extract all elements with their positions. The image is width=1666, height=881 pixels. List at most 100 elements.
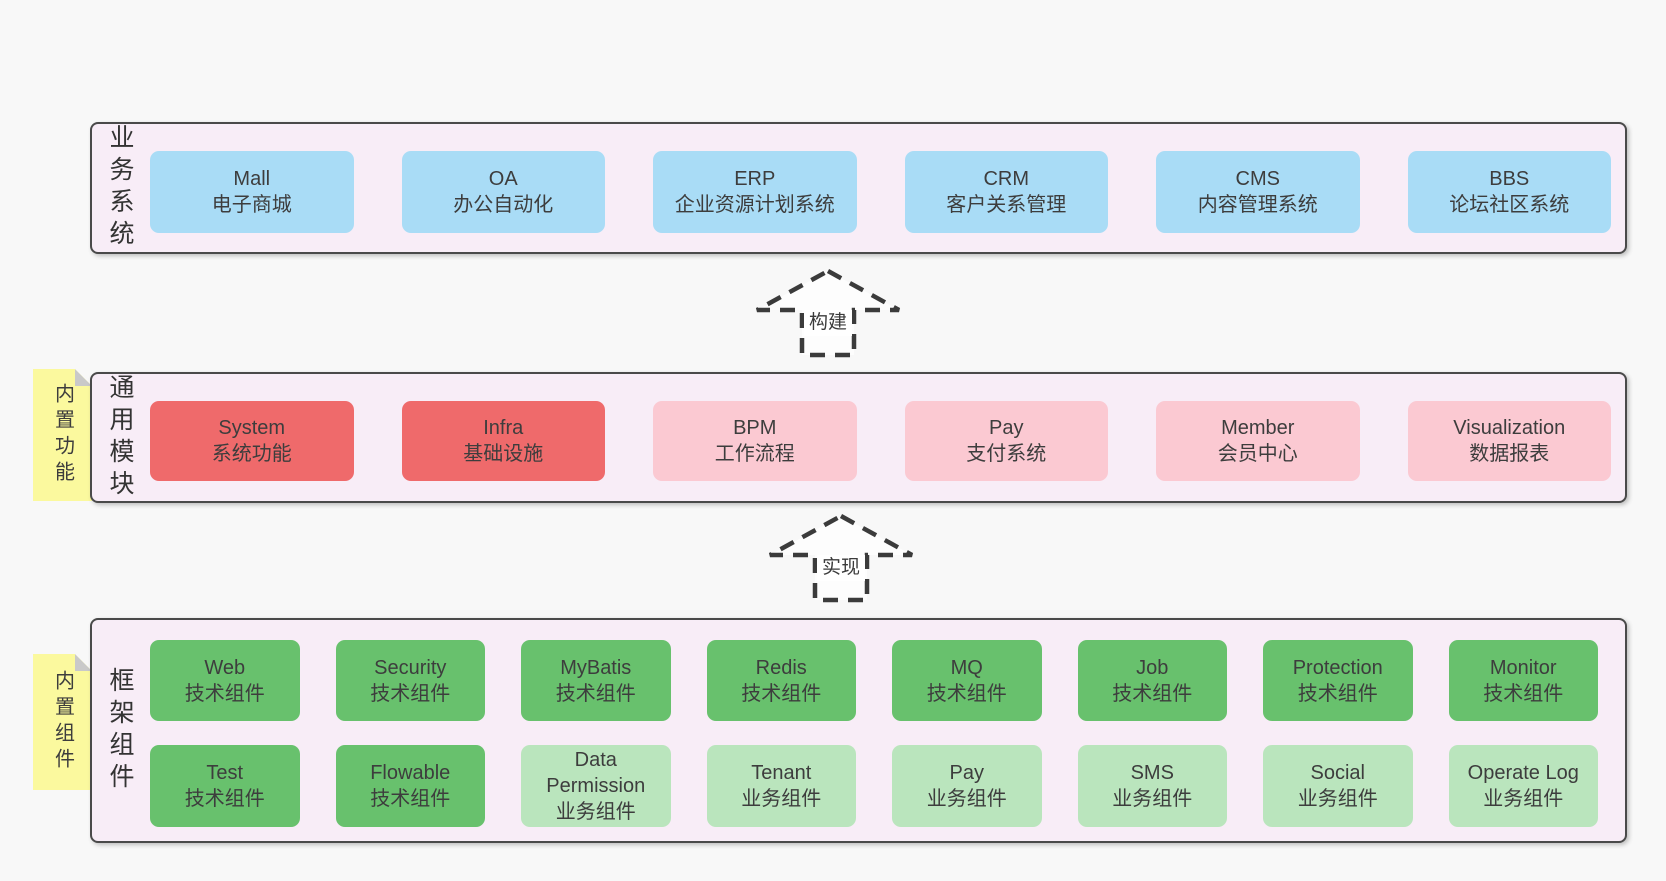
implement-arrow: 实现: [761, 511, 921, 605]
module-social: Social 业务组件: [1263, 745, 1413, 827]
module-name: Redis: [755, 656, 807, 679]
module-name: Test: [206, 762, 244, 784]
module-name: Flowable: [370, 762, 451, 784]
module-desc: 会员中心: [1217, 443, 1298, 465]
module-desc: 技术组件: [370, 788, 451, 810]
module-desc: 业务组件: [555, 801, 636, 823]
module-desc: 技术组件: [184, 788, 265, 810]
module-name: Mall: [233, 168, 271, 190]
module-pay: Pay 业务组件: [892, 745, 1042, 827]
module-desc: 办公自动化: [453, 194, 554, 216]
module-name: OA: [488, 168, 518, 190]
sticky-note-builtin-features-text: 内置功能: [51, 383, 74, 487]
module-name: ERP: [734, 168, 776, 190]
module-name: Social: [1310, 762, 1365, 784]
module-sms: SMS 业务组件: [1077, 745, 1227, 827]
module-monitor: Monitor 技术组件: [1448, 640, 1598, 721]
module-name: CRM: [983, 168, 1030, 190]
module-desc: 电子商城: [211, 194, 292, 216]
build-arrow: 构建: [748, 266, 908, 360]
module-name: Pay: [949, 762, 984, 784]
module-redis: Redis 技术组件: [706, 640, 856, 721]
module-desc: 数据报表: [1469, 443, 1550, 465]
module-bpm: BPM 工作流程: [653, 401, 857, 481]
module-desc: 内容管理系统: [1197, 194, 1318, 216]
module-name: Web: [204, 656, 246, 679]
sticky-note-builtin-features: 内置功能: [33, 369, 92, 501]
module-web: Web 技术组件: [150, 640, 300, 721]
module-tenant: Tenant 业务组件: [706, 745, 856, 827]
module-name: MyBatis: [560, 656, 632, 679]
band-label-common-modules: 通用模块: [106, 373, 134, 502]
module-desc: 业务组件: [926, 788, 1007, 810]
module-desc: 技术组件: [555, 682, 636, 705]
module-mq: MQ 技术组件: [892, 640, 1042, 721]
module-desc: 业务组件: [1112, 788, 1193, 810]
build-arrow-label: 构建: [803, 310, 853, 336]
module-infra: Infra 基础设施: [401, 401, 605, 481]
module-name: Pay: [989, 417, 1024, 439]
module-name: BBS: [1489, 168, 1530, 190]
module-operate-log: Operate Log 业务组件: [1448, 745, 1598, 827]
module-member: Member 会员中心: [1156, 401, 1360, 481]
module-name: Infra: [483, 417, 524, 439]
module-name: Visualization: [1453, 417, 1566, 439]
module-test: Test 技术组件: [150, 745, 300, 827]
module-name: Data Permission: [546, 749, 646, 797]
module-erp: ERP 企业资源计划系统: [653, 151, 857, 233]
band-label-business-systems: 业务系统: [106, 124, 134, 252]
module-desc: 业务组件: [1297, 788, 1378, 810]
module-desc: 技术组件: [370, 682, 451, 705]
module-name: Tenant: [751, 762, 812, 784]
module-name: MQ: [950, 656, 983, 679]
module-desc: 业务组件: [1483, 788, 1564, 810]
module-name: System: [218, 417, 286, 439]
implement-arrow-label: 实现: [816, 555, 866, 581]
module-data-permission: Data Permission 业务组件: [521, 745, 671, 827]
module-desc: 技术组件: [1297, 682, 1378, 705]
module-desc: 技术组件: [1483, 682, 1564, 705]
module-desc: 工作流程: [714, 443, 795, 465]
module-name: Security: [374, 656, 447, 679]
module-desc: 技术组件: [184, 682, 265, 705]
module-name: Job: [1136, 656, 1169, 679]
module-desc: 系统功能: [211, 443, 292, 465]
module-name: Member: [1221, 417, 1295, 439]
module-visualization: Visualization 数据报表: [1407, 401, 1611, 481]
module-desc: 支付系统: [966, 443, 1047, 465]
module-desc: 业务组件: [741, 788, 822, 810]
module-name: SMS: [1130, 762, 1174, 784]
sticky-note-builtin-components: 内置组件: [33, 654, 92, 790]
module-name: Operate Log: [1467, 762, 1579, 784]
band-label-framework-components: 框架组件: [106, 666, 134, 795]
module-name: BPM: [733, 417, 777, 439]
band-business-systems: 业务系统 Mall 电子商城 OA 办公自动化 ERP 企业资源计划系统 CRM 客户关系管理…: [90, 122, 1627, 254]
module-crm: CRM 客户关系管理: [904, 151, 1108, 233]
common-modules-boxes: System 系统功能 Infra 基础设施 BPM 工作流程 Pay 支付系统 Member 会…: [150, 401, 1611, 481]
module-desc: 基础设施: [463, 443, 544, 465]
module-desc: 客户关系管理: [946, 194, 1067, 216]
module-desc: 技术组件: [1112, 682, 1193, 705]
module-oa: OA 办公自动化: [401, 151, 605, 233]
module-security: Security 技术组件: [335, 640, 485, 721]
module-mybatis: MyBatis 技术组件: [521, 640, 671, 721]
module-desc: 技术组件: [741, 682, 822, 705]
module-pay: Pay 支付系统: [904, 401, 1108, 481]
band-common-modules: 通用模块 System 系统功能 Infra 基础设施 BPM 工作流程 Pay 支付系统 Me…: [90, 372, 1627, 503]
module-desc: 技术组件: [926, 682, 1007, 705]
module-name: Monitor: [1489, 656, 1557, 679]
module-mall: Mall 电子商城: [150, 151, 354, 233]
module-job: Job 技术组件: [1077, 640, 1227, 721]
module-desc: 企业资源计划系统: [674, 194, 835, 216]
module-flowable: Flowable 技术组件: [335, 745, 485, 827]
sticky-note-builtin-components-text: 内置组件: [51, 670, 74, 774]
module-system: System 系统功能: [150, 401, 354, 481]
